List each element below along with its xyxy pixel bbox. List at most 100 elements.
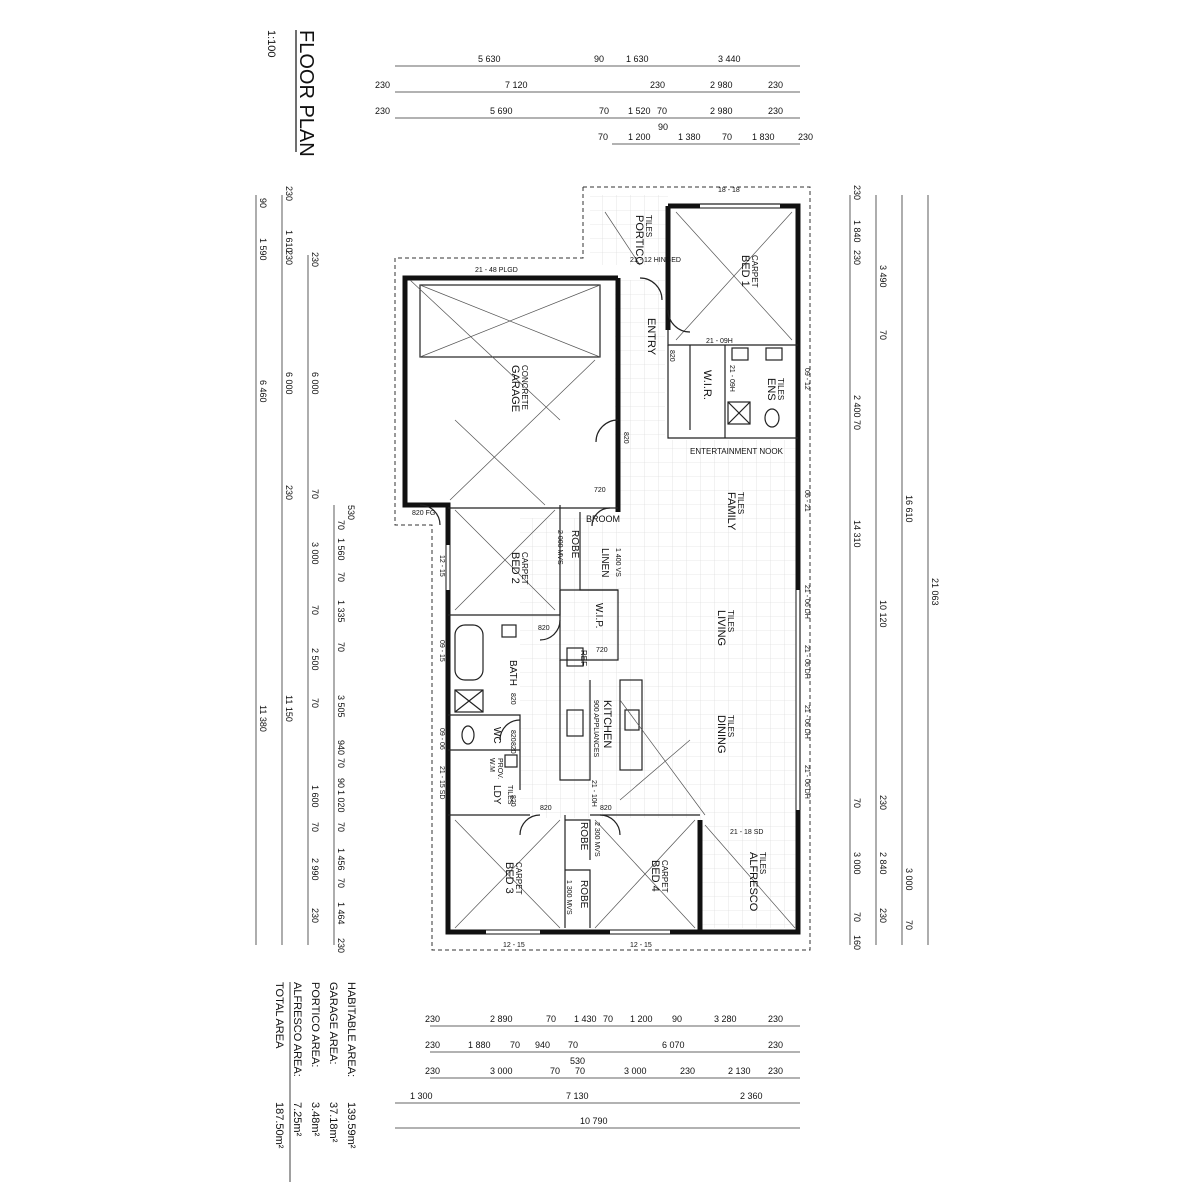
svg-text:DINING: DINING (715, 715, 727, 754)
svg-text:230: 230 (284, 186, 294, 201)
svg-text:1 610: 1 610 (284, 230, 294, 253)
svg-text:1 200: 1 200 (628, 132, 651, 142)
svg-text:1 560: 1 560 (336, 538, 346, 561)
svg-text:70: 70 (336, 758, 346, 768)
svg-text:16 610: 16 610 (904, 495, 914, 523)
tile-hatching (520, 195, 800, 928)
svg-text:CARPET: CARPET (750, 255, 759, 288)
svg-text:900 APPLIANCES: 900 APPLIANCES (592, 700, 599, 758)
svg-text:TILES: TILES (776, 378, 785, 400)
svg-text:5 630: 5 630 (478, 54, 501, 64)
svg-text:3 000: 3 000 (904, 868, 914, 891)
svg-text:CARPET: CARPET (520, 552, 529, 585)
svg-text:12 - 15: 12 - 15 (503, 942, 525, 949)
svg-text:21 - 06 DH: 21 - 06 DH (803, 585, 810, 619)
svg-text:230: 230 (375, 106, 390, 116)
svg-text:230: 230 (852, 185, 862, 200)
svg-text:160: 160 (852, 935, 862, 950)
room-ldy: LDY TILES (491, 785, 513, 805)
svg-text:PROV.: PROV. (496, 758, 503, 779)
svg-text:230: 230 (768, 1040, 783, 1050)
svg-text:230: 230 (878, 908, 888, 923)
svg-text:1 430: 1 430 (574, 1014, 597, 1024)
door-labels: 820 820 720 820 720 820 820 820 820 820 … (412, 350, 675, 812)
area-label-garage: GARAGE AREA: (327, 982, 339, 1065)
svg-text:3 490: 3 490 (878, 265, 888, 288)
svg-text:2 980: 2 980 (710, 106, 733, 116)
toilet-icon (461, 725, 475, 745)
svg-text:21 - 18 SD: 21 - 18 SD (730, 829, 763, 836)
svg-text:820: 820 (600, 805, 612, 812)
svg-text:TILES: TILES (726, 610, 735, 632)
svg-text:ROBE: ROBE (569, 530, 580, 559)
svg-text:10 790: 10 790 (580, 1116, 608, 1126)
vanity-basin-icon-2 (765, 347, 783, 361)
svg-text:ALFRESCO: ALFRESCO (747, 852, 759, 912)
area-label-total: TOTAL AREA (273, 982, 285, 1049)
fixtures (454, 347, 783, 768)
svg-text:70: 70 (550, 1066, 560, 1076)
svg-text:230: 230 (852, 250, 862, 265)
svg-text:21 063: 21 063 (930, 578, 940, 606)
laundry-tub-icon (504, 754, 518, 768)
svg-text:3 000: 3 000 (310, 542, 320, 565)
svg-text:TILES: TILES (736, 492, 745, 514)
svg-text:09 - 12: 09 - 12 (803, 368, 810, 390)
svg-text:1 300: 1 300 (410, 1091, 433, 1101)
svg-text:70: 70 (603, 1014, 613, 1024)
svg-text:70: 70 (722, 132, 732, 142)
svg-text:1 830: 1 830 (752, 132, 775, 142)
svg-text:70: 70 (657, 106, 667, 116)
doors (419, 277, 691, 836)
svg-text:70: 70 (310, 489, 320, 499)
svg-text:70: 70 (878, 330, 888, 340)
svg-text:BATH: BATH (507, 660, 518, 686)
svg-text:230: 230 (310, 252, 320, 267)
ens-shower-icon (727, 401, 751, 425)
room-entry: ENTRY (645, 318, 657, 356)
svg-text:1 590: 1 590 (258, 238, 268, 261)
svg-text:GARAGE: GARAGE (509, 365, 521, 412)
svg-text:230: 230 (425, 1040, 440, 1050)
svg-text:70: 70 (310, 822, 320, 832)
svg-text:21 - 09H: 21 - 09H (728, 365, 735, 392)
svg-text:REF: REF (579, 650, 588, 666)
svg-text:7 120: 7 120 (505, 80, 528, 90)
area-label-portico: PORTICO AREA: (309, 982, 321, 1067)
svg-text:PORTICO: PORTICO (633, 215, 645, 265)
svg-text:230: 230 (284, 485, 294, 500)
svg-text:230: 230 (284, 250, 294, 265)
svg-text:70: 70 (852, 912, 862, 922)
svg-text:1 520: 1 520 (628, 106, 651, 116)
svg-text:70: 70 (904, 920, 914, 930)
room-wip: W.I.P. (593, 603, 604, 628)
svg-text:230: 230 (336, 938, 346, 953)
svg-text:820: 820 (538, 625, 550, 632)
svg-text:1 020: 1 020 (336, 790, 346, 813)
svg-text:1 380: 1 380 (678, 132, 701, 142)
svg-text:06 - 21: 06 - 21 (803, 490, 810, 512)
area-value-portico: 3.48m² (309, 1102, 321, 1137)
svg-text:90: 90 (658, 122, 668, 132)
area-value-garage: 37.18m² (327, 1102, 339, 1143)
svg-text:90: 90 (336, 778, 346, 788)
svg-text:3 000: 3 000 (490, 1066, 513, 1076)
svg-text:21 - 10H: 21 - 10H (590, 780, 597, 807)
svg-text:230: 230 (425, 1066, 440, 1076)
svg-text:LDY: LDY (491, 785, 502, 805)
svg-text:230: 230 (768, 106, 783, 116)
svg-text:TILES: TILES (506, 785, 513, 805)
area-schedule: HABITABLE AREA: 139.59m² GARAGE AREA: 37… (273, 982, 357, 1182)
svg-text:10 120: 10 120 (878, 600, 888, 628)
svg-text:W.I.R.: W.I.R. (701, 370, 713, 400)
svg-text:LIVING: LIVING (715, 610, 727, 646)
dimensions-left: 90 1 590 6 460 11 380 230 1 610 230 6 00… (255, 186, 356, 953)
